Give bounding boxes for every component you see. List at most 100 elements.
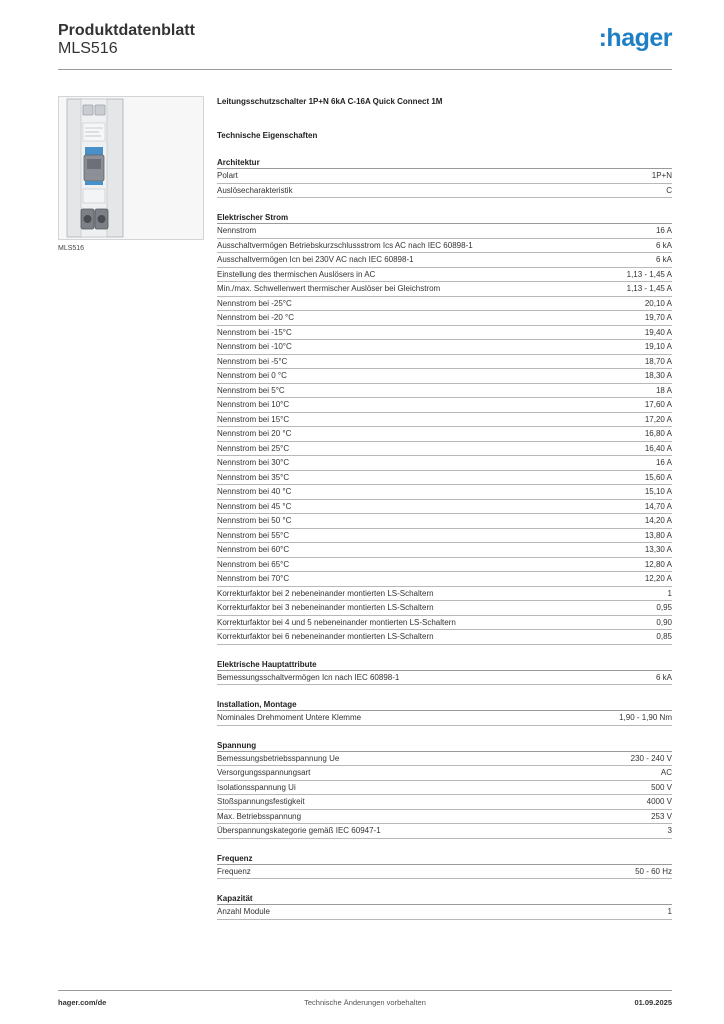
spec-row: Nennstrom bei 30°C 16 A [217,456,672,471]
product-description: Leitungsschutzschalter 1P+N 6kA C-16A Qu… [217,97,443,106]
spec-value: 1 [667,907,672,916]
page-title: Produktdatenblatt [58,22,195,39]
spec-value: 1,13 - 1,45 A [626,269,672,279]
image-caption: MLS516 [58,245,85,252]
spec-value: 6 kA [655,672,672,682]
spec-value: 18,30 A [644,371,672,380]
spec-value: 16 A [655,226,672,235]
spec-label: Anzahl Module [217,907,270,916]
spec-label: Nennstrom bei 15°C [217,414,290,424]
footer-website: hager.com/de [58,998,107,1007]
spec-value: 15,60 A [644,472,672,482]
spec-value: 6 kA [655,240,672,250]
spec-value: C [666,185,672,195]
spec-row: Bemessungsschaltvermögen Icn nach IEC 60… [217,671,672,685]
spec-value: 1,90 - 1,90 Nm [619,713,672,722]
spec-row: Min./max. Schwellenwert thermischer Ausl… [217,282,672,297]
product-image [58,96,204,240]
spec-value: 19,70 A [644,313,672,322]
spec-row: Ausschaltvermögen Betriebskurzschlussstr… [217,239,672,253]
spec-value: 0,90 [656,617,672,627]
spec-row: Nennstrom bei 15°C 17,20 A [217,413,672,427]
spec-label: Nennstrom bei 30°C [217,458,290,467]
spec-value: 17,20 A [644,414,672,424]
spec-label: Versorgungsspannungsart [217,768,311,777]
spec-label: Nennstrom bei 20 °C [217,429,292,438]
spec-value: 15,10 A [644,487,672,496]
spec-label: Min./max. Schwellenwert thermischer Ausl… [217,284,441,293]
spec-value: 4000 V [646,797,672,806]
spec-value: 3 [667,826,672,835]
spec-label: Nennstrom bei 25°C [217,443,290,453]
spec-value: 1 [667,588,672,598]
spec-label: Nennstrom [217,226,257,235]
spec-row: Stoßspannungsfestigkeit 4000 V [217,795,672,810]
spec-row: Ausschaltvermögen Icn bei 230V AC nach I… [217,253,672,268]
spec-value: 50 - 60 Hz [635,866,672,876]
spec-row: Nominales Drehmoment Untere Klemme 1,90 -… [217,711,672,726]
spec-label: Korrekturfaktor bei 6 nebeneinander mont… [217,632,434,641]
spec-value: 16 A [655,458,672,467]
section-title: Kapazität [217,893,672,905]
spec-row: Einstellung des thermischen Auslösers in… [217,268,672,282]
spec-value: 0,85 [656,632,672,641]
spec-row: Anzahl Module 1 [217,905,672,920]
spec-label: Nominales Drehmoment Untere Klemme [217,713,362,722]
spec-value: 12,20 A [644,574,672,583]
footer-date: 01.09.2025 [634,998,672,1007]
spec-value: 230 - 240 V [630,753,672,763]
section-title: Elektrische Hauptattribute [217,659,672,671]
spec-label: Korrekturfaktor bei 3 nebeneinander mont… [217,603,434,612]
spec-value: 14,70 A [644,501,672,511]
spec-label: Nennstrom bei 45 °C [217,501,292,511]
spec-label: Nennstrom bei 60°C [217,545,290,554]
spec-row: Korrekturfaktor bei 2 nebeneinander mont… [217,587,672,601]
spec-label: Korrekturfaktor bei 2 nebeneinander mont… [217,588,434,598]
spec-label: Nennstrom bei -5°C [217,356,288,366]
spec-label: Bemessungsschaltvermögen Icn nach IEC 60… [217,672,400,682]
specification-content: Leitungsschutzschalter 1P+N 6kA C-16A Qu… [217,97,672,920]
spec-value: 13,80 A [644,530,672,540]
spec-label: Frequenz [217,866,251,876]
spec-value: 19,40 A [644,327,672,337]
spec-row: Nennstrom bei 45 °C 14,70 A [217,500,672,514]
spec-label: Ausschaltvermögen Betriebskurzschlussstr… [217,240,473,250]
page-header: Produktdatenblatt MLS516 :hager [58,20,673,70]
spec-label: Nennstrom bei 70°C [217,574,290,583]
section-title: Spannung [217,740,672,752]
spec-value: 18,70 A [644,356,672,366]
spec-value: 1,13 - 1,45 A [626,284,672,293]
spec-label: Stoßspannungsfestigkeit [217,797,305,806]
spec-row: Nennstrom bei 40 °C 15,10 A [217,485,672,500]
section-title: Installation, Montage [217,699,672,711]
spec-value: 1P+N [651,171,672,180]
spec-row: Korrekturfaktor bei 6 nebeneinander mont… [217,630,672,645]
section-title: Frequenz [217,853,672,865]
spec-label: Nennstrom bei 40 °C [217,487,292,496]
technical-properties-heading: Technische Eigenschaften [217,131,318,140]
spec-label: Polart [217,171,238,180]
spec-label: Max. Betriebsspannung [217,811,302,821]
